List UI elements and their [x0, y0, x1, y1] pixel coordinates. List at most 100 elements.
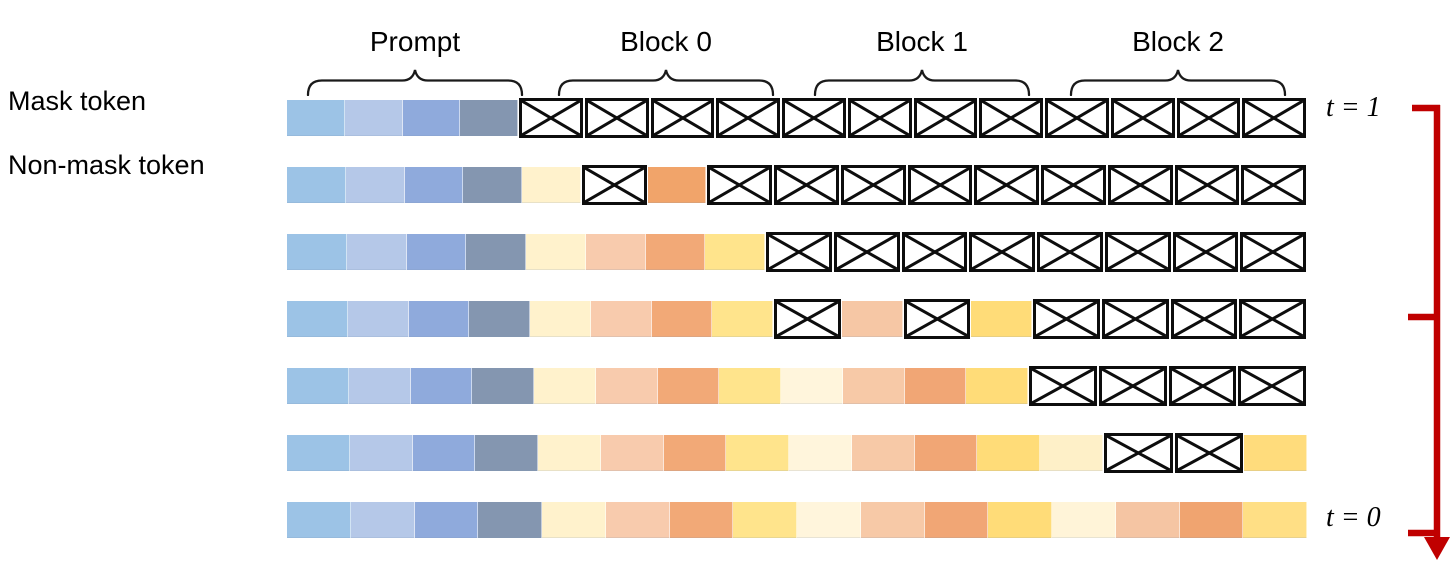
non-mask-token-cell — [1115, 502, 1180, 538]
block-2-label: Block 2 — [1132, 26, 1224, 57]
non-mask-token-cell — [526, 234, 586, 270]
non-mask-token-cell — [841, 301, 903, 337]
non-mask-token-cell — [924, 502, 989, 538]
mask-token-cell — [840, 165, 906, 205]
mask-token-cell — [1240, 232, 1306, 272]
non-mask-token-cell — [404, 167, 464, 203]
non-mask-token-cell — [988, 502, 1052, 538]
token-row — [287, 165, 1307, 205]
mask-token-cell — [584, 98, 649, 138]
mask-token-cell — [1101, 299, 1169, 339]
non-mask-token-cell — [475, 435, 538, 471]
non-mask-token-cell — [412, 435, 476, 471]
non-mask-token-cell — [534, 368, 596, 404]
mask-token-cell — [1033, 299, 1100, 339]
t-equals-0-label: t = 0 — [1326, 502, 1381, 533]
mask-token-cell — [1241, 165, 1306, 205]
mask-token-cell — [1037, 232, 1103, 272]
mask-token-cell — [716, 98, 780, 138]
non-mask-token-cell — [914, 435, 978, 471]
non-mask-token-cell — [287, 100, 345, 136]
mask-token-cell — [1110, 98, 1175, 138]
mask-token-cell — [901, 232, 968, 272]
token-row — [287, 502, 1307, 538]
non-mask-token-cell — [538, 435, 601, 471]
non-mask-token-cell — [460, 100, 518, 136]
token-row — [287, 98, 1307, 138]
token-row — [287, 232, 1307, 272]
mask-token-cell — [1029, 366, 1097, 406]
non-mask-token-cell — [600, 435, 664, 471]
non-mask-token-cell — [287, 234, 347, 270]
non-mask-token-label: Non-mask token — [8, 150, 205, 180]
block-1-brace — [813, 69, 1031, 96]
non-mask-token-cell — [522, 167, 581, 203]
mask-token-cell — [913, 98, 978, 138]
prompt-brace — [306, 69, 524, 96]
non-mask-token-cell — [349, 435, 413, 471]
time-arrow — [1408, 104, 1450, 560]
non-mask-token-cell — [851, 435, 915, 471]
mask-token-cell — [1098, 366, 1167, 406]
non-mask-token-cell — [348, 368, 411, 404]
non-mask-token-cell — [733, 502, 797, 538]
mask-token-cell — [974, 165, 1039, 205]
non-mask-token-cell — [542, 502, 606, 538]
prompt-label: Prompt — [369, 26, 461, 57]
mask-token-cell — [1176, 98, 1241, 138]
non-mask-token-cell — [463, 167, 522, 203]
mask-token-cell — [1045, 98, 1109, 138]
non-mask-token-cell — [350, 502, 415, 538]
mask-token-cell — [1242, 98, 1306, 138]
mask-token-cell — [1168, 366, 1237, 406]
block-1-label: Block 1 — [876, 26, 968, 57]
token-row — [287, 299, 1307, 339]
mask-token-cell — [519, 98, 583, 138]
non-mask-token-cell — [842, 368, 905, 404]
mask-token-cell — [1239, 299, 1306, 339]
non-mask-token-cell — [1179, 502, 1244, 538]
non-mask-token-cell — [605, 502, 670, 538]
non-mask-token-cell — [1040, 435, 1103, 471]
mask-token-cell — [782, 98, 846, 138]
non-mask-token-cell — [595, 368, 658, 404]
mask-token-cell — [1103, 433, 1173, 473]
non-mask-token-cell — [966, 368, 1028, 404]
non-mask-token-cell — [590, 301, 652, 337]
non-mask-token-cell — [1052, 502, 1116, 538]
mask-token-cell — [1041, 165, 1106, 205]
non-mask-token-cell — [402, 100, 461, 136]
mask-token-cell — [847, 98, 912, 138]
mask-token-cell — [581, 165, 647, 205]
mask-token-cell — [1170, 299, 1238, 339]
mask-token-cell — [1104, 232, 1171, 272]
non-mask-token-cell — [789, 435, 852, 471]
non-mask-token-cell — [344, 100, 403, 136]
t-equals-1-label: t = 1 — [1326, 92, 1381, 123]
non-mask-token-cell — [1244, 435, 1307, 471]
non-mask-token-cell — [287, 368, 349, 404]
mask-token-cell — [1172, 232, 1239, 272]
mask-token-cell — [774, 165, 839, 205]
mask-token-cell — [903, 299, 971, 339]
non-mask-token-cell — [287, 435, 350, 471]
mask-token-cell — [774, 299, 841, 339]
mask-token-label: Mask token — [8, 86, 147, 116]
block-0-brace — [557, 69, 775, 96]
non-mask-token-cell — [657, 368, 720, 404]
mask-token-cell — [833, 232, 900, 272]
non-mask-token-cell — [726, 435, 789, 471]
non-mask-token-cell — [651, 301, 713, 337]
mask-token-cell — [1107, 165, 1173, 205]
non-mask-token-cell — [645, 234, 706, 270]
non-mask-token-cell — [408, 301, 470, 337]
non-mask-token-cell — [347, 301, 409, 337]
token-row — [287, 366, 1307, 406]
non-mask-token-cell — [705, 234, 765, 270]
non-mask-token-cell — [712, 301, 773, 337]
mask-token-cell — [969, 232, 1035, 272]
non-mask-token-cell — [472, 368, 534, 404]
mask-token-cell — [766, 232, 832, 272]
non-mask-token-cell — [1243, 502, 1307, 538]
